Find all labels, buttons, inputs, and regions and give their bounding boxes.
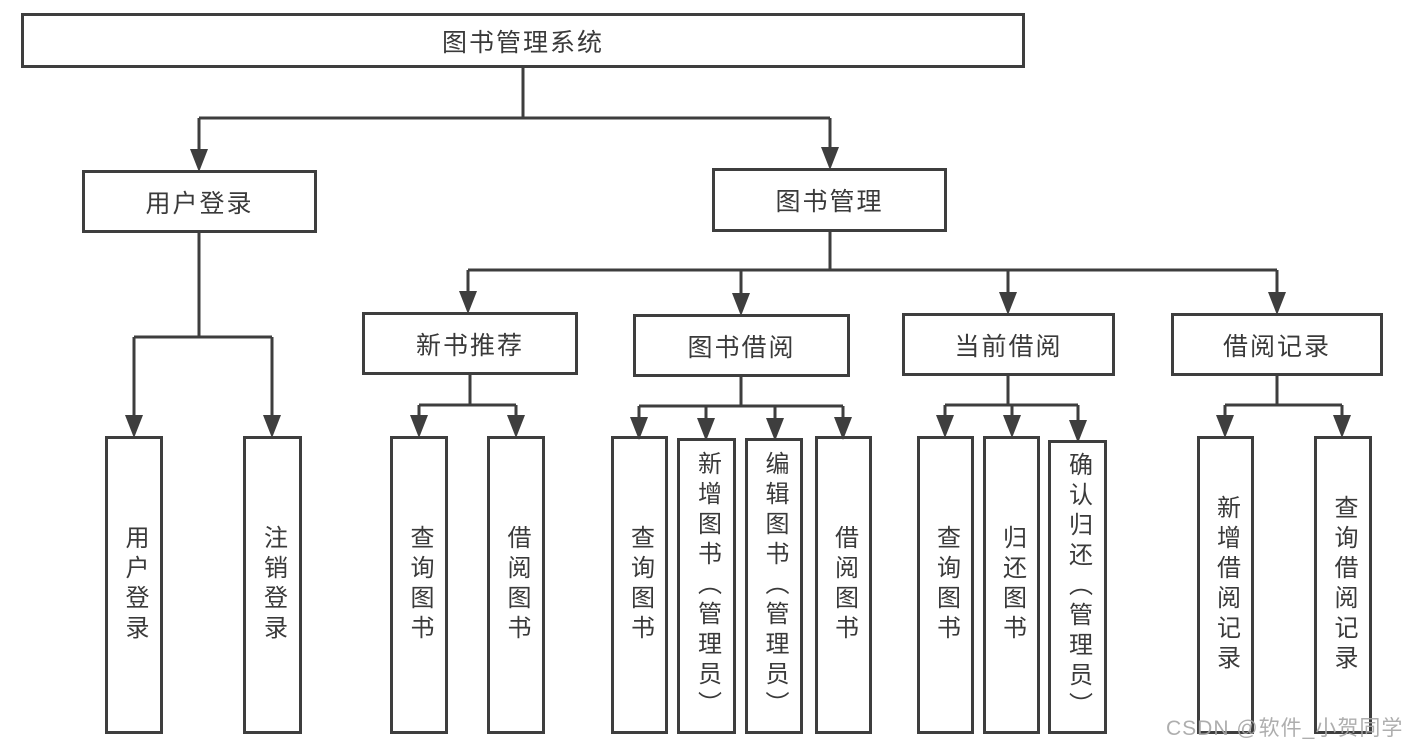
csdn-watermark: CSDN @软件_小贺同学 xyxy=(1166,717,1404,740)
node-root: 图书管理系统 xyxy=(21,13,1025,68)
leaf-newbook-query-books: 查询图书 xyxy=(390,436,448,734)
leaf-user-login: 用户登录 xyxy=(105,436,163,734)
leaf-borrow-query-books-label: 查询图书 xyxy=(626,525,654,645)
leaf-current-return-books: 归还图书 xyxy=(983,436,1040,734)
node-user-login: 用户登录 xyxy=(82,170,317,233)
leaf-borrow-query-books: 查询图书 xyxy=(611,436,668,734)
node-book-borrow: 图书借阅 xyxy=(633,314,850,377)
leaf-current-confirm-return-admin: 确认归还（管理员） xyxy=(1048,440,1107,734)
node-borrow-records: 借阅记录 xyxy=(1171,313,1383,376)
leaf-newbook-borrow-books: 借阅图书 xyxy=(487,436,545,734)
leaf-current-query-books: 查询图书 xyxy=(917,436,974,734)
leaf-records-query-borrow-record: 查询借阅记录 xyxy=(1314,436,1372,734)
leaf-borrow-add-books-admin: 新增图书（管理员） xyxy=(677,438,736,734)
node-book-management: 图书管理 xyxy=(712,168,947,232)
leaf-user-login-label: 用户登录 xyxy=(121,525,148,645)
leaf-borrow-borrow-books: 借阅图书 xyxy=(815,436,872,734)
node-new-book-recommend-label: 新书推荐 xyxy=(415,331,524,360)
node-book-borrow-label: 图书借阅 xyxy=(687,333,796,362)
node-borrow-records-label: 借阅记录 xyxy=(1222,332,1331,361)
leaf-records-add-borrow-record-label: 新增借阅记录 xyxy=(1212,495,1240,675)
leaf-records-add-borrow-record: 新增借阅记录 xyxy=(1197,436,1254,734)
leaf-current-confirm-return-admin-label: 确认归还（管理员） xyxy=(1064,452,1092,722)
leaf-logout: 注销登录 xyxy=(243,436,302,734)
node-new-book-recommend: 新书推荐 xyxy=(362,312,578,375)
leaf-newbook-query-books-label: 查询图书 xyxy=(406,525,433,645)
node-current-borrow: 当前借阅 xyxy=(902,313,1115,376)
node-root-label: 图书管理系统 xyxy=(441,28,604,57)
leaf-borrow-borrow-books-label: 借阅图书 xyxy=(830,525,858,645)
node-current-borrow-label: 当前借阅 xyxy=(954,332,1063,361)
leaf-records-query-borrow-record-label: 查询借阅记录 xyxy=(1330,495,1357,675)
leaf-current-query-books-label: 查询图书 xyxy=(932,525,960,645)
leaf-current-return-books-label: 归还图书 xyxy=(998,525,1026,645)
leaf-logout-label: 注销登录 xyxy=(259,525,287,645)
leaf-borrow-add-books-admin-label: 新增图书（管理员） xyxy=(693,451,721,721)
node-user-login-label: 用户登录 xyxy=(145,189,254,218)
node-book-management-label: 图书管理 xyxy=(775,188,884,216)
leaf-borrow-edit-books-admin: 编辑图书（管理员） xyxy=(745,438,803,734)
leaf-newbook-borrow-books-label: 借阅图书 xyxy=(503,525,530,645)
leaf-borrow-edit-books-admin-label: 编辑图书（管理员） xyxy=(761,451,788,721)
